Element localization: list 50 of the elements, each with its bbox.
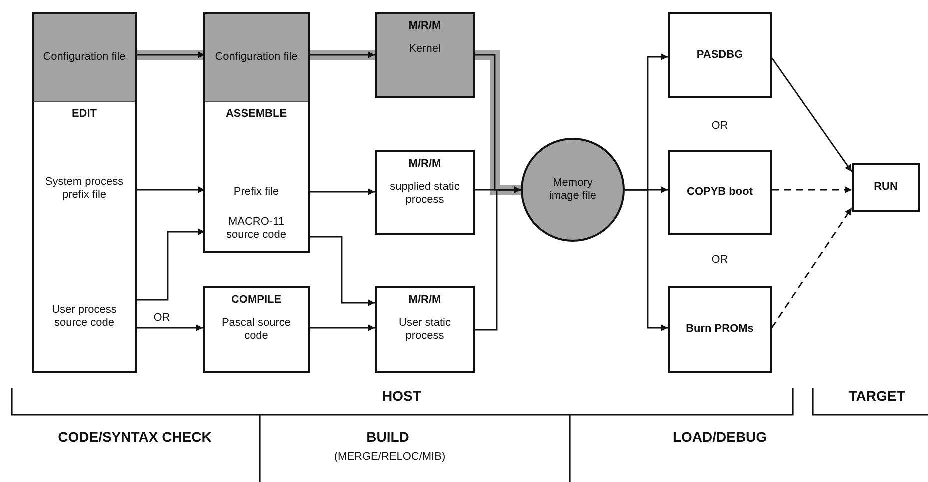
shaded-flow-arrow bbox=[308, 50, 375, 60]
stage-note: (MERGE/RELOC/MIB) bbox=[334, 451, 446, 463]
process-title: ASSEMBLE bbox=[226, 108, 288, 121]
arrow bbox=[310, 324, 375, 332]
process-box bbox=[375, 286, 475, 373]
process-text: Pascal source code bbox=[220, 317, 292, 343]
memory-image-circle: Memory image file bbox=[521, 138, 625, 242]
file-text: Prefix file bbox=[205, 184, 308, 200]
process-title: M/R/M bbox=[408, 20, 442, 33]
or-label: OR bbox=[710, 120, 730, 132]
file-text: MACRO-11 source code bbox=[205, 214, 308, 244]
edge-label: OR bbox=[152, 312, 172, 324]
process-column-box bbox=[32, 12, 137, 373]
arrow bbox=[135, 324, 203, 332]
arrow bbox=[475, 186, 521, 331]
process-box bbox=[375, 12, 475, 98]
arrow bbox=[771, 208, 853, 328]
arrow bbox=[625, 189, 668, 332]
stage-label: CODE/SYNTAX CHECK bbox=[58, 429, 212, 445]
process-box: RUN bbox=[852, 163, 920, 212]
arrow bbox=[135, 228, 205, 301]
arrow bbox=[308, 188, 375, 196]
shaded-flow-arrow bbox=[475, 50, 521, 195]
arrow bbox=[135, 186, 205, 194]
process-text: supplied static process bbox=[389, 181, 461, 207]
stage-label: LOAD/DEBUG bbox=[672, 429, 768, 445]
process-text: User static process bbox=[398, 317, 452, 343]
process-title: EDIT bbox=[72, 108, 98, 121]
configuration-band: Configuration file bbox=[205, 14, 308, 102]
stage-label: BUILD bbox=[366, 429, 410, 445]
process-box: Burn PROMs bbox=[668, 286, 772, 373]
arrow bbox=[771, 58, 853, 172]
stage-label: HOST bbox=[382, 388, 422, 404]
process-box: PASDBG bbox=[668, 12, 772, 98]
file-text: User process source code bbox=[34, 296, 135, 338]
configuration-band: Configuration file bbox=[34, 14, 135, 102]
shaded-flow-arrow bbox=[135, 50, 205, 60]
file-text: System process prefix file bbox=[34, 168, 135, 210]
stage-label: TARGET bbox=[848, 388, 906, 404]
process-title: M/R/M bbox=[408, 158, 442, 171]
process-column-box bbox=[203, 12, 310, 253]
arrow bbox=[308, 236, 375, 306]
or-label: OR bbox=[710, 254, 730, 266]
process-text: Kernel bbox=[409, 43, 441, 56]
process-box bbox=[203, 286, 310, 373]
process-title: M/R/M bbox=[408, 294, 442, 307]
process-title: COMPILE bbox=[231, 294, 282, 307]
process-box bbox=[375, 150, 475, 235]
arrow bbox=[772, 186, 852, 194]
process-box: COPYB boot bbox=[668, 150, 772, 235]
